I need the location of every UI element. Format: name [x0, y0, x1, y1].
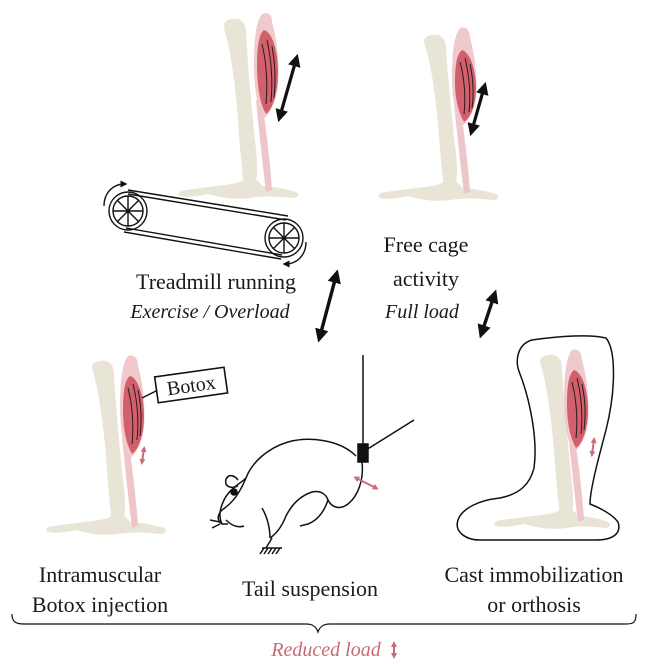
small-arrow-icon	[142, 449, 144, 462]
tail-suspension-title: Tail suspension	[242, 576, 378, 601]
mouse-icon	[210, 355, 414, 554]
treadmill-subtitle: Exercise / Overload	[129, 301, 290, 323]
cast-title-1: Cast immobilization	[444, 562, 623, 587]
double-arrow-icon	[482, 296, 494, 332]
leg-treadmill	[178, 13, 298, 199]
double-arrow-icon	[320, 276, 336, 336]
botox-tag: Botox	[142, 367, 228, 402]
free-cage-subtitle: Full load	[384, 301, 460, 323]
small-arrow-icon	[592, 440, 594, 454]
reduced-load-label: Reduced load	[270, 639, 381, 661]
treadmill-title: Treadmill running	[136, 269, 296, 294]
botox-title-2: Botox injection	[32, 592, 168, 617]
free-cage-title-1: Free cage	[384, 232, 469, 257]
botox-title-1: Intramuscular	[39, 562, 162, 587]
free-cage-title-2: activity	[393, 266, 459, 291]
cast-outline	[457, 336, 619, 540]
cast-title-2: or orthosis	[487, 592, 581, 617]
leg-botox	[46, 355, 166, 534]
double-arrow-icon	[280, 60, 296, 116]
leg-free-cage	[378, 27, 498, 200]
leg-cast	[457, 336, 619, 540]
